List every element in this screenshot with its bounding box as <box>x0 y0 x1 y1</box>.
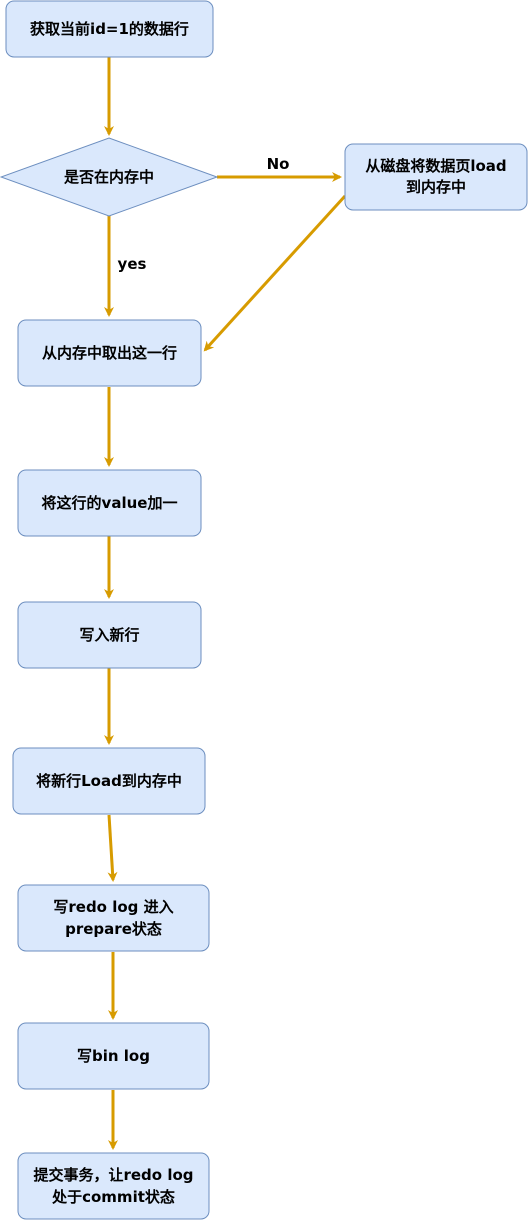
node-add-one: 将这行的value加一 <box>17 469 202 537</box>
node-write-binlog: 写bin log <box>17 1022 210 1090</box>
node-redo-prepare-label-line2: prepare状态 <box>65 920 162 938</box>
node-redo-prepare: 写redo log 进入 prepare状态 <box>17 884 210 952</box>
node-take-row: 从内存中取出这一行 <box>17 319 202 387</box>
node-get-row-label: 获取当前id=1的数据行 <box>30 20 189 38</box>
edge-load-page-to-take-row <box>203 194 347 352</box>
node-redo-prepare-label-line1: 写redo log 进入 <box>53 898 173 916</box>
node-commit: 提交事务，让redo log 处于commit状态 <box>17 1152 210 1220</box>
edge-label-no: No <box>267 155 290 173</box>
edge-load-row-to-redo-prepare <box>107 814 118 882</box>
node-write-row: 写入新行 <box>17 601 202 669</box>
node-in-memory-decision: 是否在内存中 <box>0 137 219 217</box>
node-in-memory-label: 是否在内存中 <box>63 168 154 186</box>
node-load-page-label-line2: 到内存中 <box>406 178 466 196</box>
node-write-row-label: 写入新行 <box>79 626 139 644</box>
node-load-page: 从磁盘将数据页load 到内存中 <box>344 143 528 211</box>
node-take-row-label: 从内存中取出这一行 <box>42 344 177 362</box>
node-add-one-label: 将这行的value加一 <box>42 494 178 512</box>
edges <box>104 57 347 1150</box>
edge-label-yes: yes <box>118 255 147 273</box>
node-commit-label-line2: 处于commit状态 <box>51 1188 175 1206</box>
node-load-page-label-line1: 从磁盘将数据页load <box>365 157 506 175</box>
node-load-row-label: 将新行Load到内存中 <box>36 772 182 790</box>
node-commit-label-line1: 提交事务，让redo log <box>33 1166 193 1184</box>
node-load-row: 将新行Load到内存中 <box>12 747 206 815</box>
node-get-row: 获取当前id=1的数据行 <box>5 0 214 58</box>
node-write-binlog-label: 写bin log <box>77 1047 150 1065</box>
